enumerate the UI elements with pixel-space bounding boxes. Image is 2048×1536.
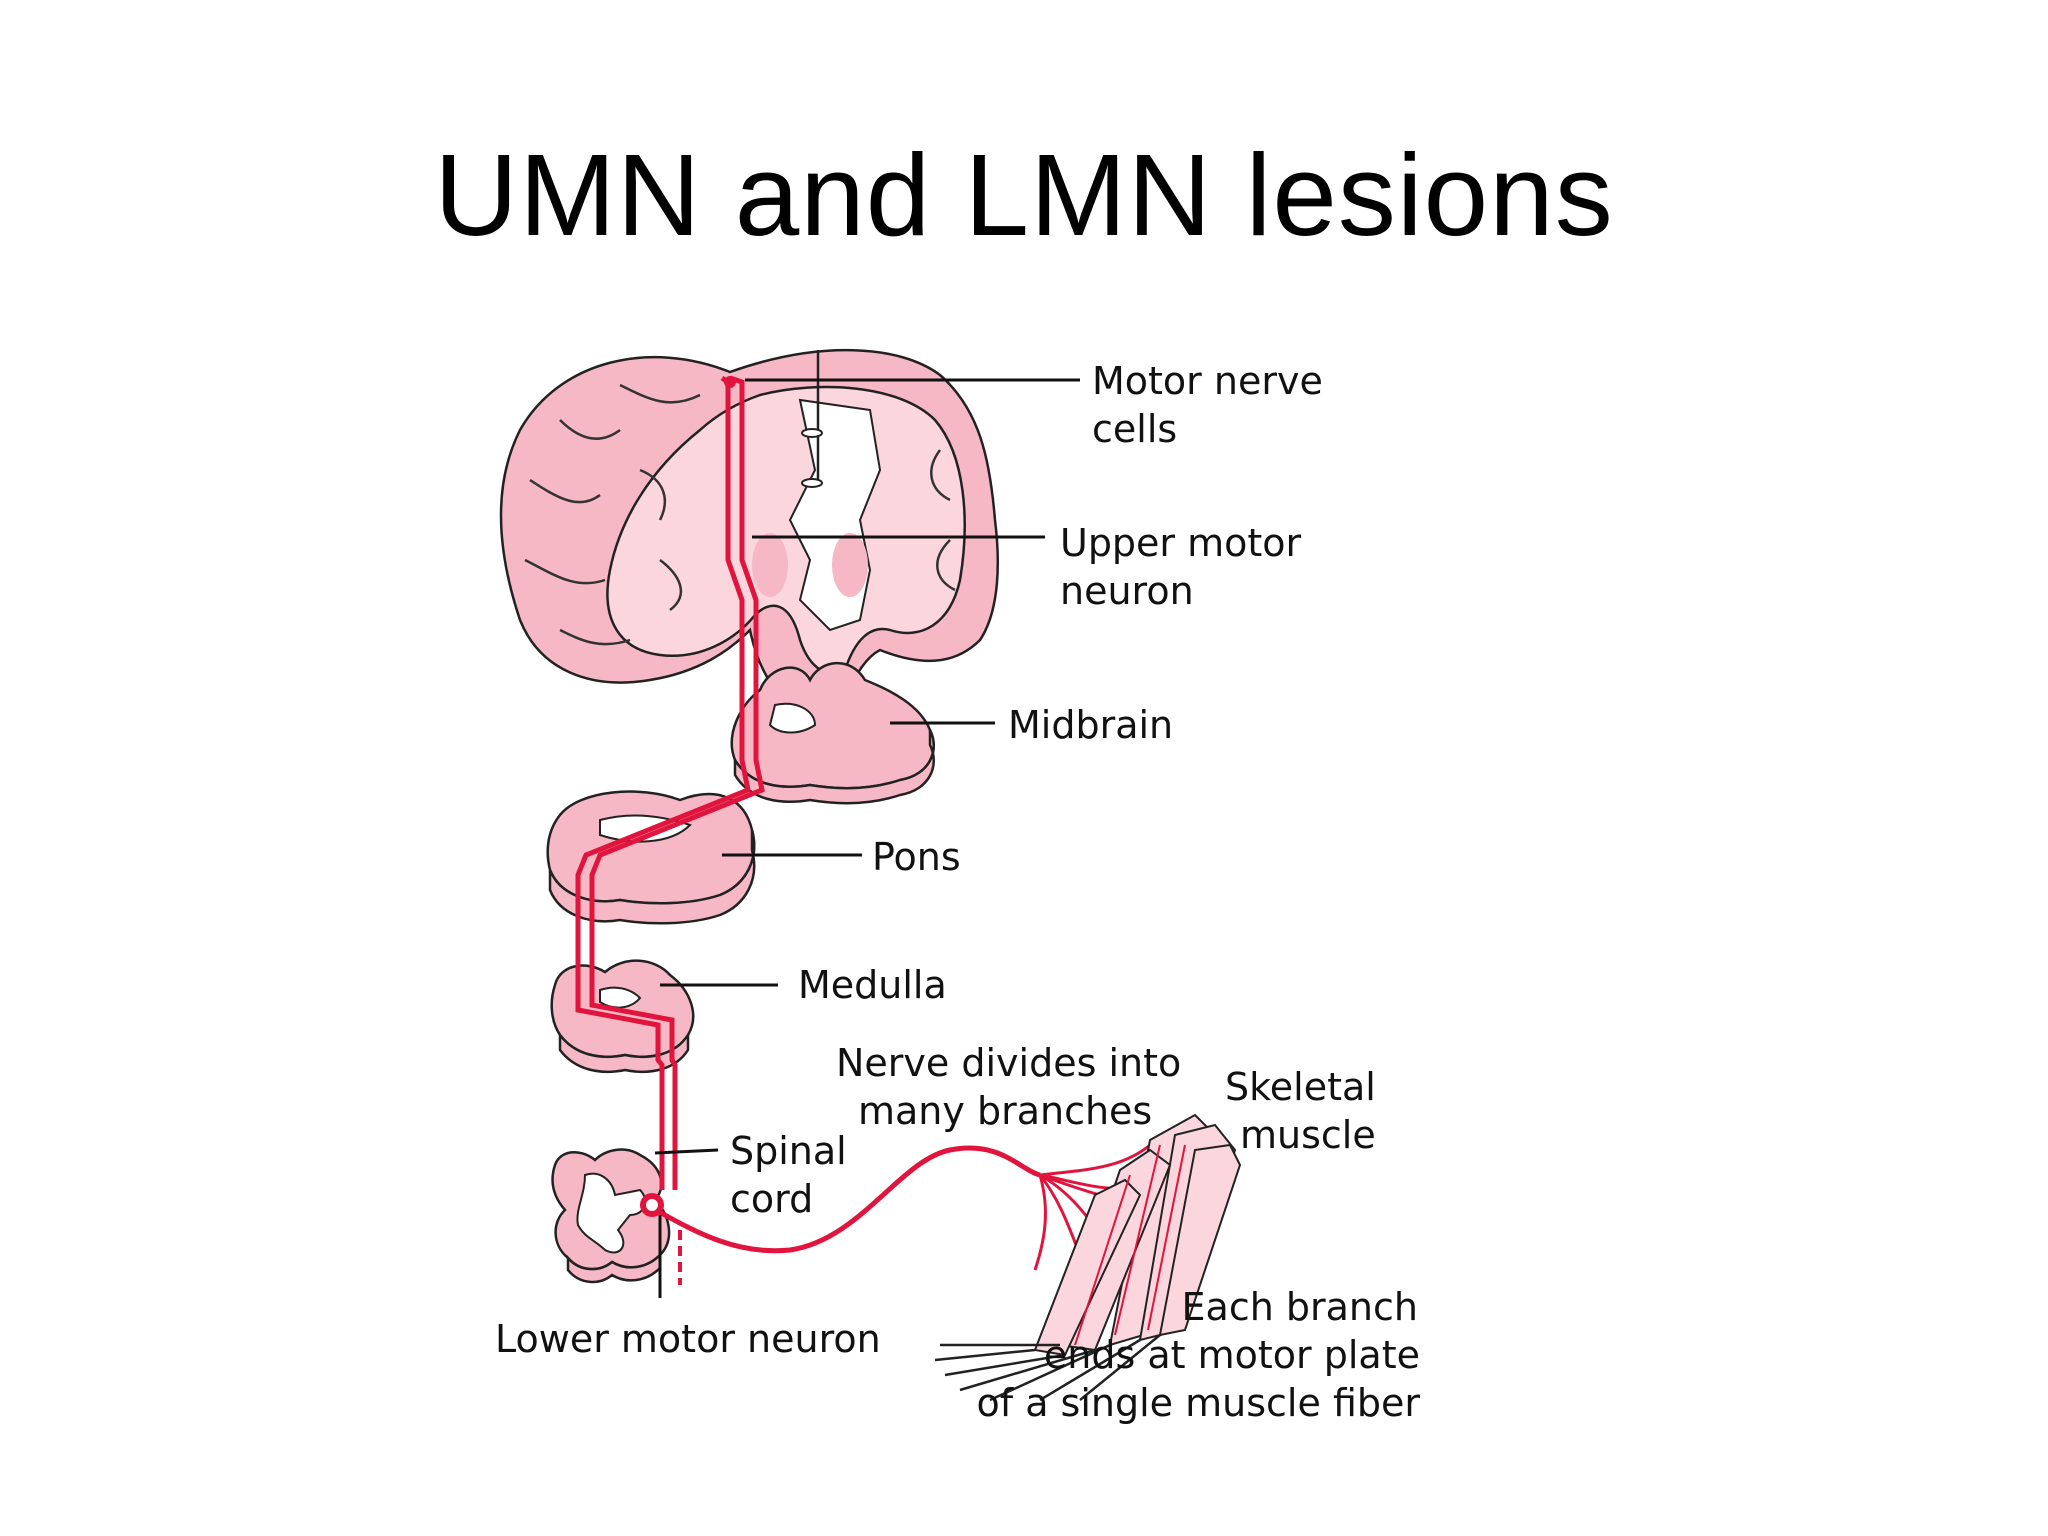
label-pons: Pons: [872, 835, 961, 879]
label-each-branch-line2: ends at motor plate: [1044, 1333, 1420, 1377]
upper-motor-neuron-tract: [575, 375, 765, 1190]
label-upper-motor-neuron-line2: neuron: [1060, 569, 1194, 613]
label-nerve-divides-line2: many branches: [858, 1089, 1152, 1133]
label-each-branch-line1: Each branch: [1182, 1285, 1418, 1329]
slide-title: UMN and LMN lesions: [434, 130, 1614, 260]
label-nerve-divides-line1: Nerve divides into: [836, 1041, 1181, 1085]
label-spinal-cord-line2: cord: [730, 1177, 813, 1221]
label-motor-nerve-cells-line2: cells: [1092, 407, 1177, 451]
cerebrum-illustration: [499, 348, 1000, 722]
pons-illustration: [546, 790, 756, 925]
label-each-branch-line3: of a single muscle fiber: [976, 1381, 1420, 1425]
label-motor-nerve-cells-line1: Motor nerve: [1092, 359, 1323, 403]
leader-spinal-cord: [654, 1148, 719, 1155]
skeletal-muscle-illustration: [934, 1113, 1242, 1402]
label-spinal-cord-line1: Spinal: [730, 1129, 847, 1173]
label-midbrain: Midbrain: [1008, 703, 1173, 747]
label-medulla: Medulla: [798, 963, 947, 1007]
label-skeletal-muscle-line1: Skeletal: [1225, 1065, 1376, 1109]
label-skeletal-muscle-line2: muscle: [1240, 1113, 1376, 1157]
label-lower-motor-neuron: Lower motor neuron: [495, 1317, 881, 1361]
midbrain-illustration: [730, 661, 935, 805]
label-upper-motor-neuron-line1: Upper motor: [1060, 521, 1302, 565]
spinal-cord-illustration: [551, 1148, 671, 1284]
